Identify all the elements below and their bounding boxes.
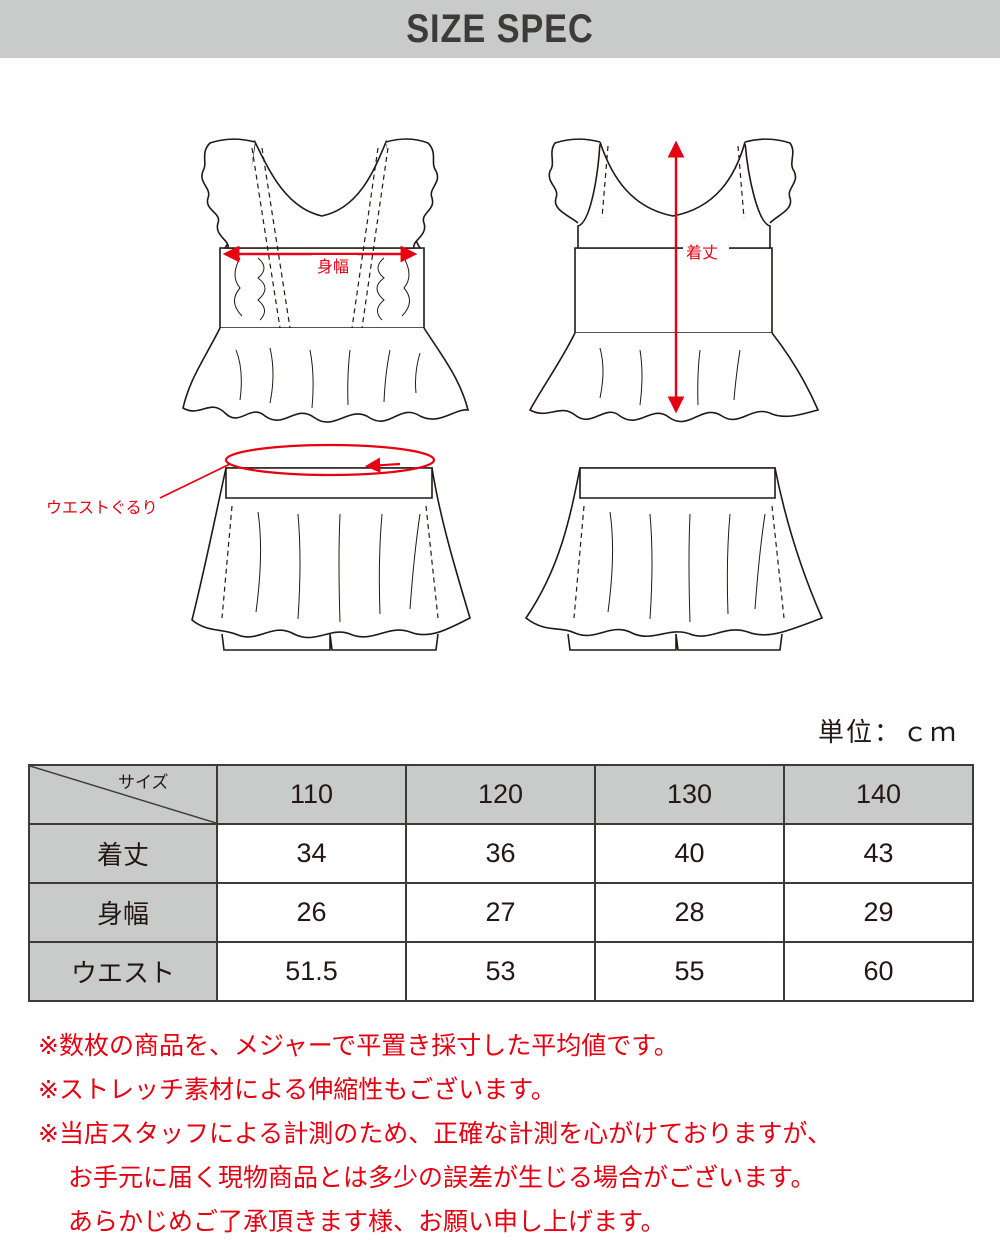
front-top-drawing [182, 138, 470, 423]
table-cell: 60 [783, 941, 974, 1002]
table-cell: 27 [405, 882, 596, 943]
table-cell: 40 [594, 823, 785, 884]
label-waist-circumference: ウエストぐるり [46, 498, 158, 517]
table-cell: 29 [783, 882, 974, 943]
table-cell: 26 [216, 882, 407, 943]
size-header: 140 [783, 764, 974, 825]
table-cell: 55 [594, 941, 785, 1002]
front-skirt-drawing [191, 467, 471, 651]
notes-section: ※数枚の商品を、メジャーで平置き採寸した平均値です。 ※ストレッチ素材による伸縮… [38, 1024, 978, 1244]
back-skirt-drawing [524, 467, 824, 651]
table-cell: 51.5 [216, 941, 407, 1002]
note-line: あらかじめご了承頂きます様、お願い申し上げます。 [68, 1207, 666, 1236]
size-header: 130 [594, 764, 785, 825]
table-cell: 36 [405, 823, 596, 884]
page-title: SIZE SPEC [406, 6, 594, 51]
table-header-row: サイズ 110 120 130 140 [28, 764, 974, 825]
size-table: サイズ 110 120 130 140 着丈 34 36 40 43 身幅 26… [28, 764, 974, 1002]
label-length: 着丈 [686, 243, 718, 262]
garment-illustration: 身幅 着丈 ウエストぐるり [0, 58, 1000, 698]
table-cell: 53 [405, 941, 596, 1002]
note-line: お手元に届く現物商品とは多少の誤差が生じる場合がございます。 [68, 1163, 816, 1192]
table-cell: 43 [783, 823, 974, 884]
table-cell: 34 [216, 823, 407, 884]
back-top-drawing [528, 138, 820, 423]
note-line: ※ストレッチ素材による伸縮性もございます。 [38, 1075, 556, 1104]
table-row: ウエスト 51.5 53 55 60 [28, 941, 974, 1002]
size-header: 120 [405, 764, 596, 825]
corner-label: サイズ [118, 773, 169, 793]
label-body-width: 身幅 [317, 257, 349, 276]
row-label: 着丈 [28, 823, 218, 884]
note-line: ※当店スタッフによる計測のため、正確な計測を心がけておりますが、 [38, 1119, 832, 1148]
table-cell: 28 [594, 882, 785, 943]
unit-label: 単位：ｃｍ [817, 718, 958, 748]
title-banner: SIZE SPEC [0, 0, 1000, 58]
note-line: ※数枚の商品を、メジャーで平置き採寸した平均値です。 [38, 1031, 679, 1060]
table-corner-cell: サイズ [28, 764, 218, 825]
row-label: ウエスト [28, 941, 218, 1002]
row-label: 身幅 [28, 882, 218, 943]
table-row: 着丈 34 36 40 43 [28, 823, 974, 884]
size-header: 110 [216, 764, 407, 825]
table-row: 身幅 26 27 28 29 [28, 882, 974, 943]
